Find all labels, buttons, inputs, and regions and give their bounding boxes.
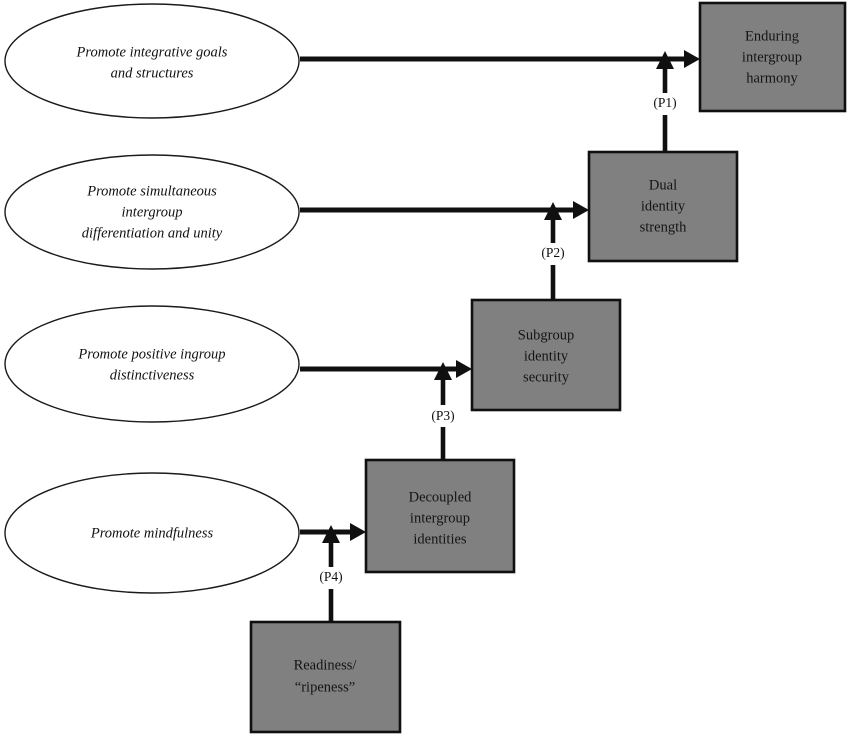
node-promote-mindfulness[interactable]: Promote mindfulness xyxy=(4,472,300,594)
ellipse-label-line: Promote positive ingroup xyxy=(77,346,225,362)
ellipse-shape xyxy=(4,154,300,270)
box-label-line: identity xyxy=(641,198,686,214)
proposition-p4: (P4) xyxy=(319,525,343,622)
arrow-head-right xyxy=(456,360,472,378)
ellipse-label-line: Promote simultaneous xyxy=(86,183,217,199)
arrow-head-up xyxy=(434,362,452,380)
box-label-line: Readiness/ xyxy=(294,657,358,673)
ellipse-shape xyxy=(4,472,300,594)
box-shape xyxy=(249,620,402,734)
node-enduring-intergroup-harmony[interactable]: Enduring intergroup harmony xyxy=(698,1,847,113)
box-shape xyxy=(470,298,622,412)
box-label-line: harmony xyxy=(746,70,798,86)
box-label-line: Subgroup xyxy=(518,327,574,343)
connector-simultaneous-to-dual-identity xyxy=(300,201,589,219)
arrow-head-right xyxy=(573,201,589,219)
arrow-head-right xyxy=(684,50,700,68)
connector-integrative-goals-to-harmony xyxy=(300,50,700,68)
node-promote-integrative-goals[interactable]: Promote integrative goals and structures xyxy=(4,3,300,119)
ellipse-label-line: distinctiveness xyxy=(110,367,195,383)
ellipse-label-line: Promote integrative goals xyxy=(76,44,228,60)
box-shape xyxy=(364,458,516,574)
box-label-line: intergroup xyxy=(742,49,802,65)
box-shape xyxy=(698,1,847,113)
proposition-p2: (P2) xyxy=(541,202,565,300)
proposition-label-p2: (P2) xyxy=(541,245,564,260)
proposition-label-p4: (P4) xyxy=(319,569,342,584)
node-decoupled-intergroup-identities[interactable]: Decoupled intergroup identities xyxy=(364,458,516,574)
node-dual-identity-strength[interactable]: Dual identity strength xyxy=(587,150,739,263)
proposition-p1: (P1) xyxy=(653,51,677,152)
ellipse-label-line: intergroup xyxy=(122,204,183,220)
proposition-label-p3: (P3) xyxy=(431,408,454,423)
ellipse-label-line: differentiation and unity xyxy=(82,225,223,241)
connector-distinctiveness-to-subgroup-security xyxy=(300,360,472,378)
box-label-line: “ripeness” xyxy=(295,679,355,695)
ellipse-shape xyxy=(4,305,300,423)
node-subgroup-identity-security[interactable]: Subgroup identity security xyxy=(470,298,622,412)
connector-mindfulness-to-decoupled-identities xyxy=(300,523,366,541)
box-label-line: identity xyxy=(524,348,569,364)
box-label-line: strength xyxy=(640,219,687,235)
box-label-line: identities xyxy=(413,531,467,547)
ellipse-label-line: Promote mindfulness xyxy=(90,525,214,541)
arrow-head-up xyxy=(544,202,562,220)
proposition-label-p1: (P1) xyxy=(653,95,676,110)
ellipse-label-line: and structures xyxy=(111,65,194,81)
box-label-line: security xyxy=(523,369,570,385)
arrow-head-right xyxy=(350,523,366,541)
proposition-p3: (P3) xyxy=(431,362,455,460)
box-label-line: Enduring xyxy=(745,28,799,44)
node-promote-positive-distinctiveness[interactable]: Promote positive ingroup distinctiveness xyxy=(4,305,300,423)
box-label-line: intergroup xyxy=(410,510,470,526)
arrow-head-up xyxy=(656,51,674,69)
box-label-line: Decoupled xyxy=(409,489,473,505)
arrow-head-up xyxy=(322,525,340,543)
box-shape xyxy=(587,150,739,263)
node-promote-simultaneous-differentiation[interactable]: Promote simultaneous intergroup differen… xyxy=(4,154,300,270)
ellipse-shape xyxy=(4,3,300,119)
node-readiness-ripeness[interactable]: Readiness/ “ripeness” xyxy=(249,620,402,734)
box-label-line: Dual xyxy=(649,177,677,193)
